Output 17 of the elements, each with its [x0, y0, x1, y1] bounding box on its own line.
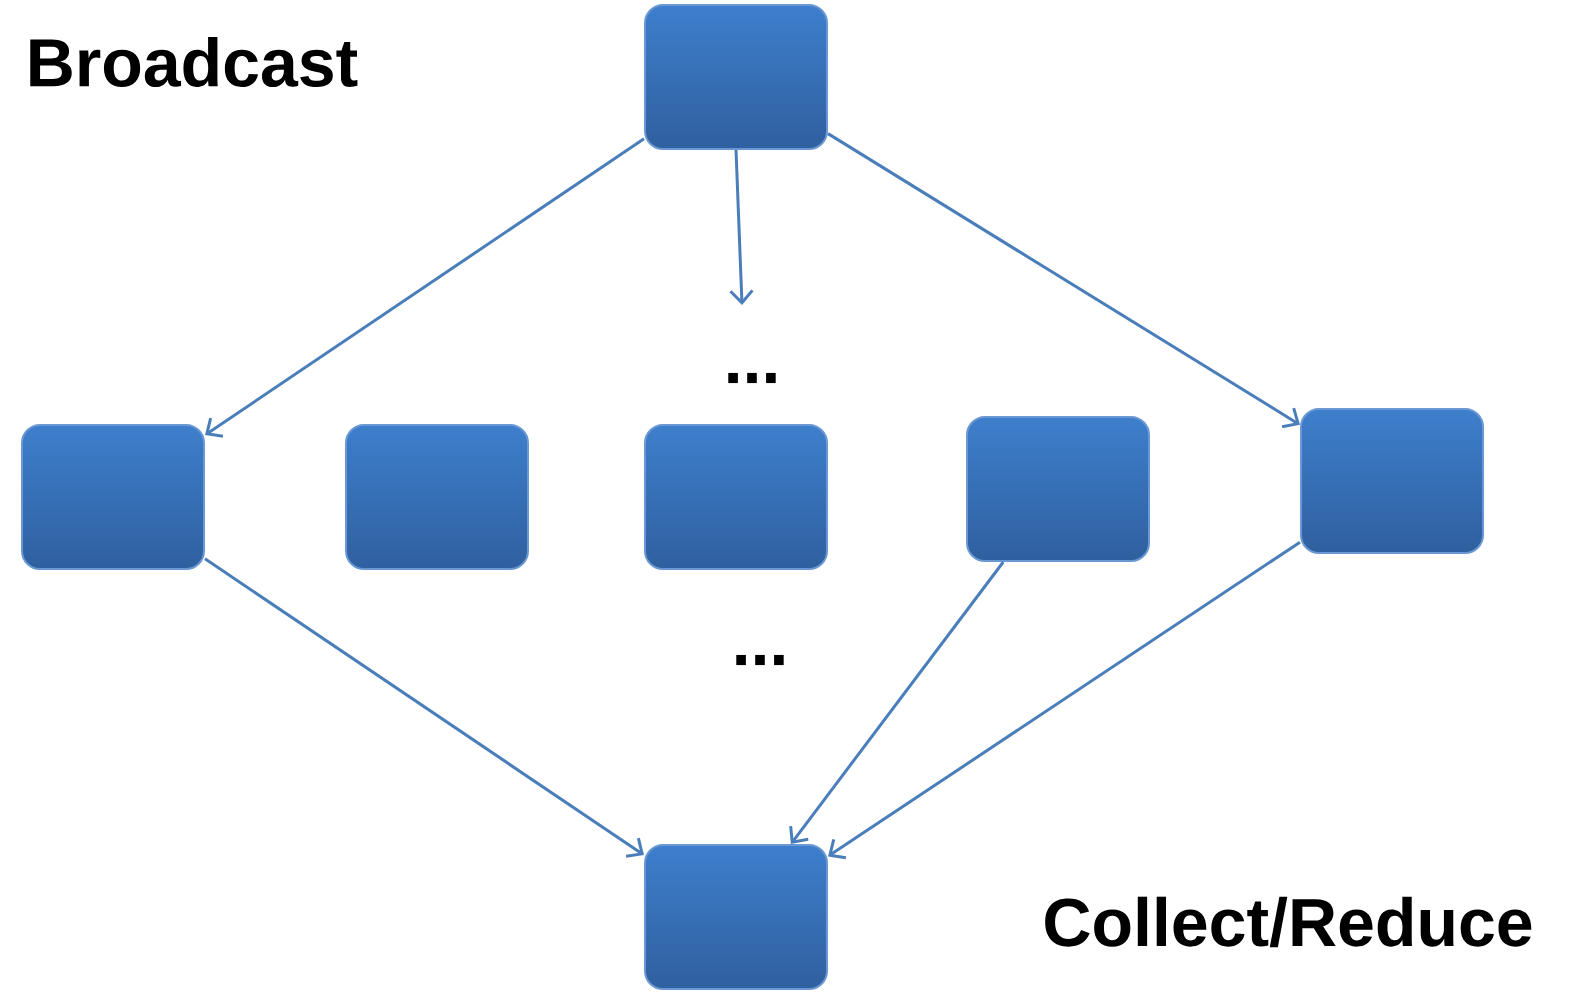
heading-label: ...	[728, 372, 776, 384]
arrow	[204, 557, 644, 858]
arrow	[729, 149, 754, 305]
heading-label: ...	[736, 654, 784, 666]
process-box	[345, 424, 529, 570]
process-box	[644, 424, 828, 570]
arrow	[205, 137, 645, 438]
heading-label: Broadcast	[30, 37, 358, 87]
process-box	[1300, 408, 1484, 554]
heading-label: Collect/Reduce	[1045, 896, 1532, 948]
arrow	[828, 540, 1301, 860]
arrow	[789, 561, 1005, 844]
arrow	[827, 132, 1300, 429]
process-box	[21, 424, 205, 570]
process-box	[966, 416, 1150, 562]
process-box	[644, 844, 828, 990]
process-box	[644, 4, 828, 150]
